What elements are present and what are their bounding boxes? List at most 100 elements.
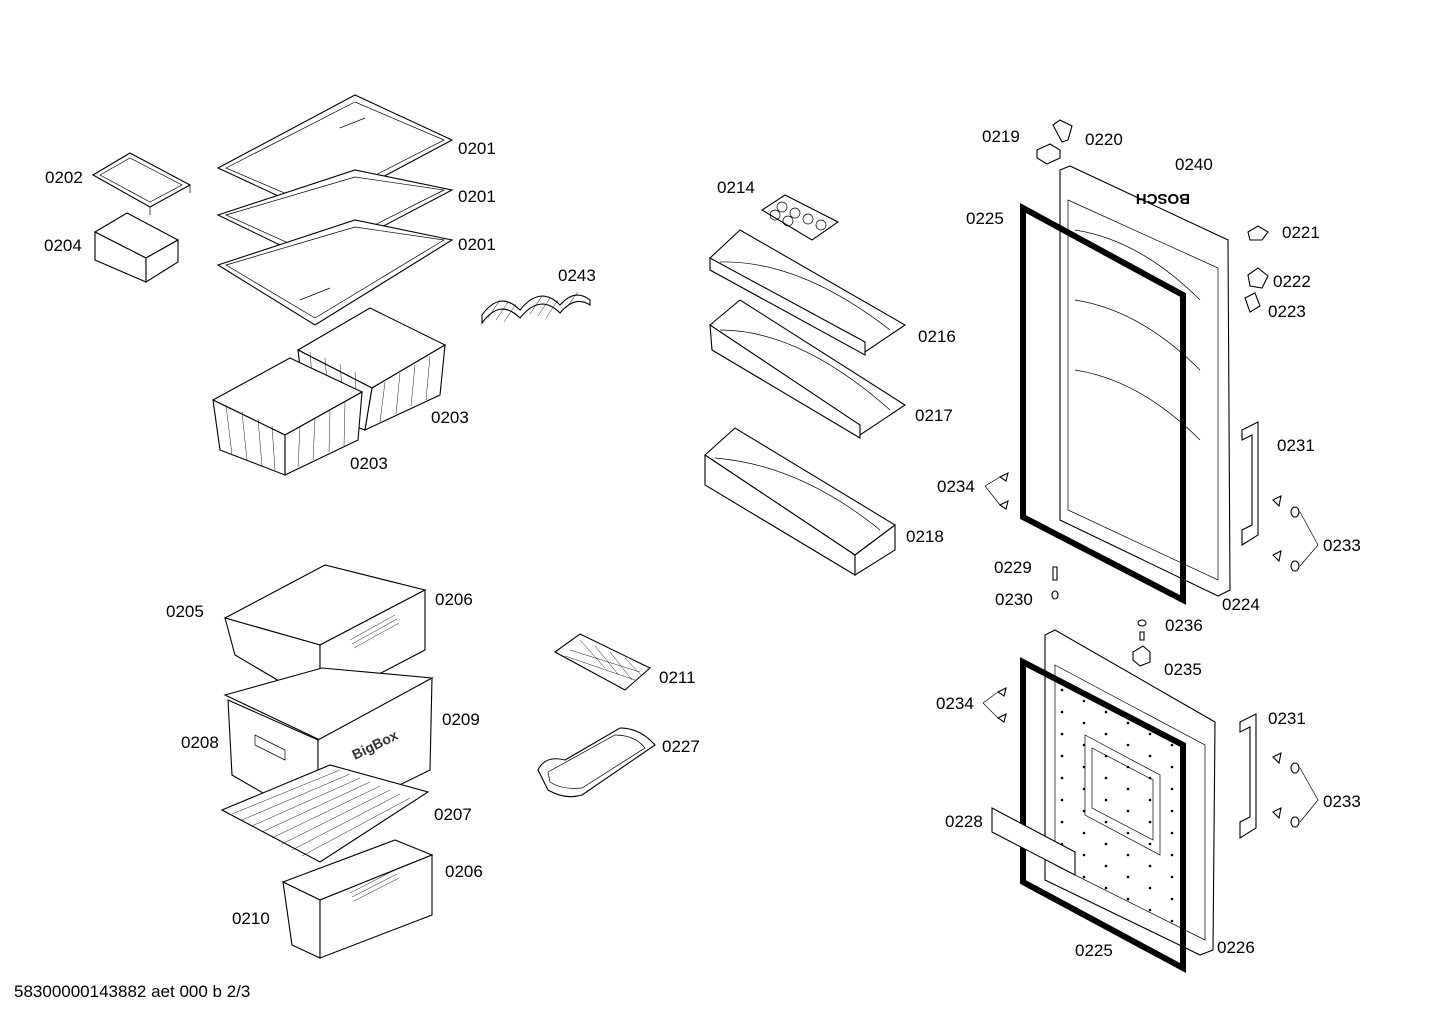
label-0229: 0229 bbox=[994, 558, 1032, 577]
door-dot bbox=[1082, 743, 1086, 747]
upper-door: BOSCH bbox=[1059, 165, 1231, 597]
label-0231-lower: 0231 bbox=[1268, 709, 1306, 728]
label-0214: 0214 bbox=[717, 178, 755, 197]
label-0208: 0208 bbox=[181, 733, 219, 752]
door-shelf-middle bbox=[709, 299, 907, 439]
door-dot bbox=[1082, 699, 1086, 703]
door-dot bbox=[1060, 688, 1064, 692]
door-stop bbox=[1247, 225, 1269, 241]
door-dot bbox=[1170, 809, 1174, 813]
door-dot bbox=[1060, 732, 1064, 736]
door-dot bbox=[1170, 831, 1174, 835]
label-0236: 0236 bbox=[1165, 616, 1203, 635]
label-0206-lower: 0206 bbox=[445, 862, 483, 881]
door-dot bbox=[1082, 787, 1086, 791]
door-dot bbox=[1170, 919, 1174, 923]
label-0220: 0220 bbox=[1085, 130, 1123, 149]
door-dot bbox=[1060, 710, 1064, 714]
door-dot bbox=[1148, 864, 1152, 868]
bottle-rack bbox=[481, 291, 591, 325]
screws bbox=[982, 471, 1319, 828]
wire-grid-shelf bbox=[220, 764, 430, 863]
door-dot bbox=[1104, 732, 1108, 736]
door-dot bbox=[1104, 820, 1108, 824]
ice-cube-tray bbox=[553, 633, 651, 691]
label-0219: 0219 bbox=[982, 127, 1020, 146]
label-0225-lower: 0225 bbox=[1075, 941, 1113, 960]
label-0218: 0218 bbox=[906, 527, 944, 546]
label-0201-middle: 0201 bbox=[458, 187, 496, 206]
door-dot bbox=[1126, 809, 1130, 813]
hinge-cap bbox=[1244, 292, 1261, 313]
egg-tray bbox=[760, 194, 840, 241]
door-dot bbox=[1082, 765, 1086, 769]
door-dot bbox=[1060, 820, 1064, 824]
door-dot bbox=[1126, 787, 1130, 791]
label-0209: 0209 bbox=[442, 710, 480, 729]
label-0207: 0207 bbox=[434, 805, 472, 824]
door-dots bbox=[1060, 688, 1174, 923]
door-dot bbox=[1170, 875, 1174, 879]
door-dot bbox=[1148, 908, 1152, 912]
door-dot bbox=[1148, 798, 1152, 802]
wire-basket-front bbox=[211, 357, 364, 476]
door-dot bbox=[1148, 776, 1152, 780]
door-dot bbox=[1148, 886, 1152, 890]
hinge-bush bbox=[1247, 267, 1269, 289]
door-dot bbox=[1104, 754, 1108, 758]
label-0222: 0222 bbox=[1273, 272, 1311, 291]
label-0216: 0216 bbox=[918, 327, 956, 346]
door-shelf-bottom bbox=[704, 427, 896, 576]
glass-shelf-bottom bbox=[216, 219, 454, 326]
label-0240: 0240 bbox=[1175, 155, 1213, 174]
door-dot bbox=[1126, 831, 1130, 835]
door-shelf-top bbox=[709, 229, 907, 356]
label-0243: 0243 bbox=[558, 266, 596, 285]
label-0221: 0221 bbox=[1282, 223, 1320, 242]
lower-handle bbox=[1239, 713, 1257, 839]
door-dot bbox=[1170, 765, 1174, 769]
door-dot bbox=[1126, 875, 1130, 879]
door-dot bbox=[1148, 820, 1152, 824]
label-0210: 0210 bbox=[232, 909, 270, 928]
door-dot bbox=[1170, 897, 1174, 901]
door-dot bbox=[1060, 776, 1064, 780]
label-0217: 0217 bbox=[915, 406, 953, 425]
label-0235: 0235 bbox=[1164, 660, 1202, 679]
label-0234-lower: 0234 bbox=[936, 694, 974, 713]
label-0227: 0227 bbox=[662, 737, 700, 756]
label-0233-upper: 0233 bbox=[1323, 536, 1361, 555]
door-dot bbox=[1082, 853, 1086, 857]
door-dot bbox=[1170, 743, 1174, 747]
door-dot bbox=[1104, 776, 1108, 780]
label-0205: 0205 bbox=[166, 602, 204, 621]
lower-drawer bbox=[281, 839, 434, 959]
door-dot bbox=[1104, 886, 1108, 890]
door-dot bbox=[1082, 875, 1086, 879]
door-dot bbox=[1104, 710, 1108, 714]
door-dot bbox=[1148, 754, 1152, 758]
upper-door-gasket bbox=[1020, 202, 1186, 605]
small-shelf bbox=[91, 152, 192, 215]
hinge-pin bbox=[1052, 119, 1073, 143]
label-0202: 0202 bbox=[45, 168, 83, 187]
label-0233-lower: 0233 bbox=[1323, 792, 1361, 811]
door-dot bbox=[1060, 754, 1064, 758]
label-0206-upper: 0206 bbox=[435, 590, 473, 609]
brand-text: BOSCH bbox=[1136, 190, 1190, 207]
door-dot bbox=[1170, 787, 1174, 791]
door-dot bbox=[1060, 798, 1064, 802]
hinge-cover bbox=[1036, 143, 1061, 165]
door-dot bbox=[1126, 853, 1130, 857]
door-flap bbox=[991, 807, 1076, 876]
label-0203-front: 0203 bbox=[350, 454, 388, 473]
label-0231-upper: 0231 bbox=[1277, 436, 1315, 455]
part-labels: 0201 0201 0201 0202 0204 0243 0203 0203 … bbox=[44, 127, 1361, 960]
label-0201-top: 0201 bbox=[458, 139, 496, 158]
label-0223: 0223 bbox=[1268, 302, 1306, 321]
label-0201-bottom: 0201 bbox=[458, 235, 496, 254]
door-dot bbox=[1104, 864, 1108, 868]
drip-tray bbox=[537, 727, 656, 798]
